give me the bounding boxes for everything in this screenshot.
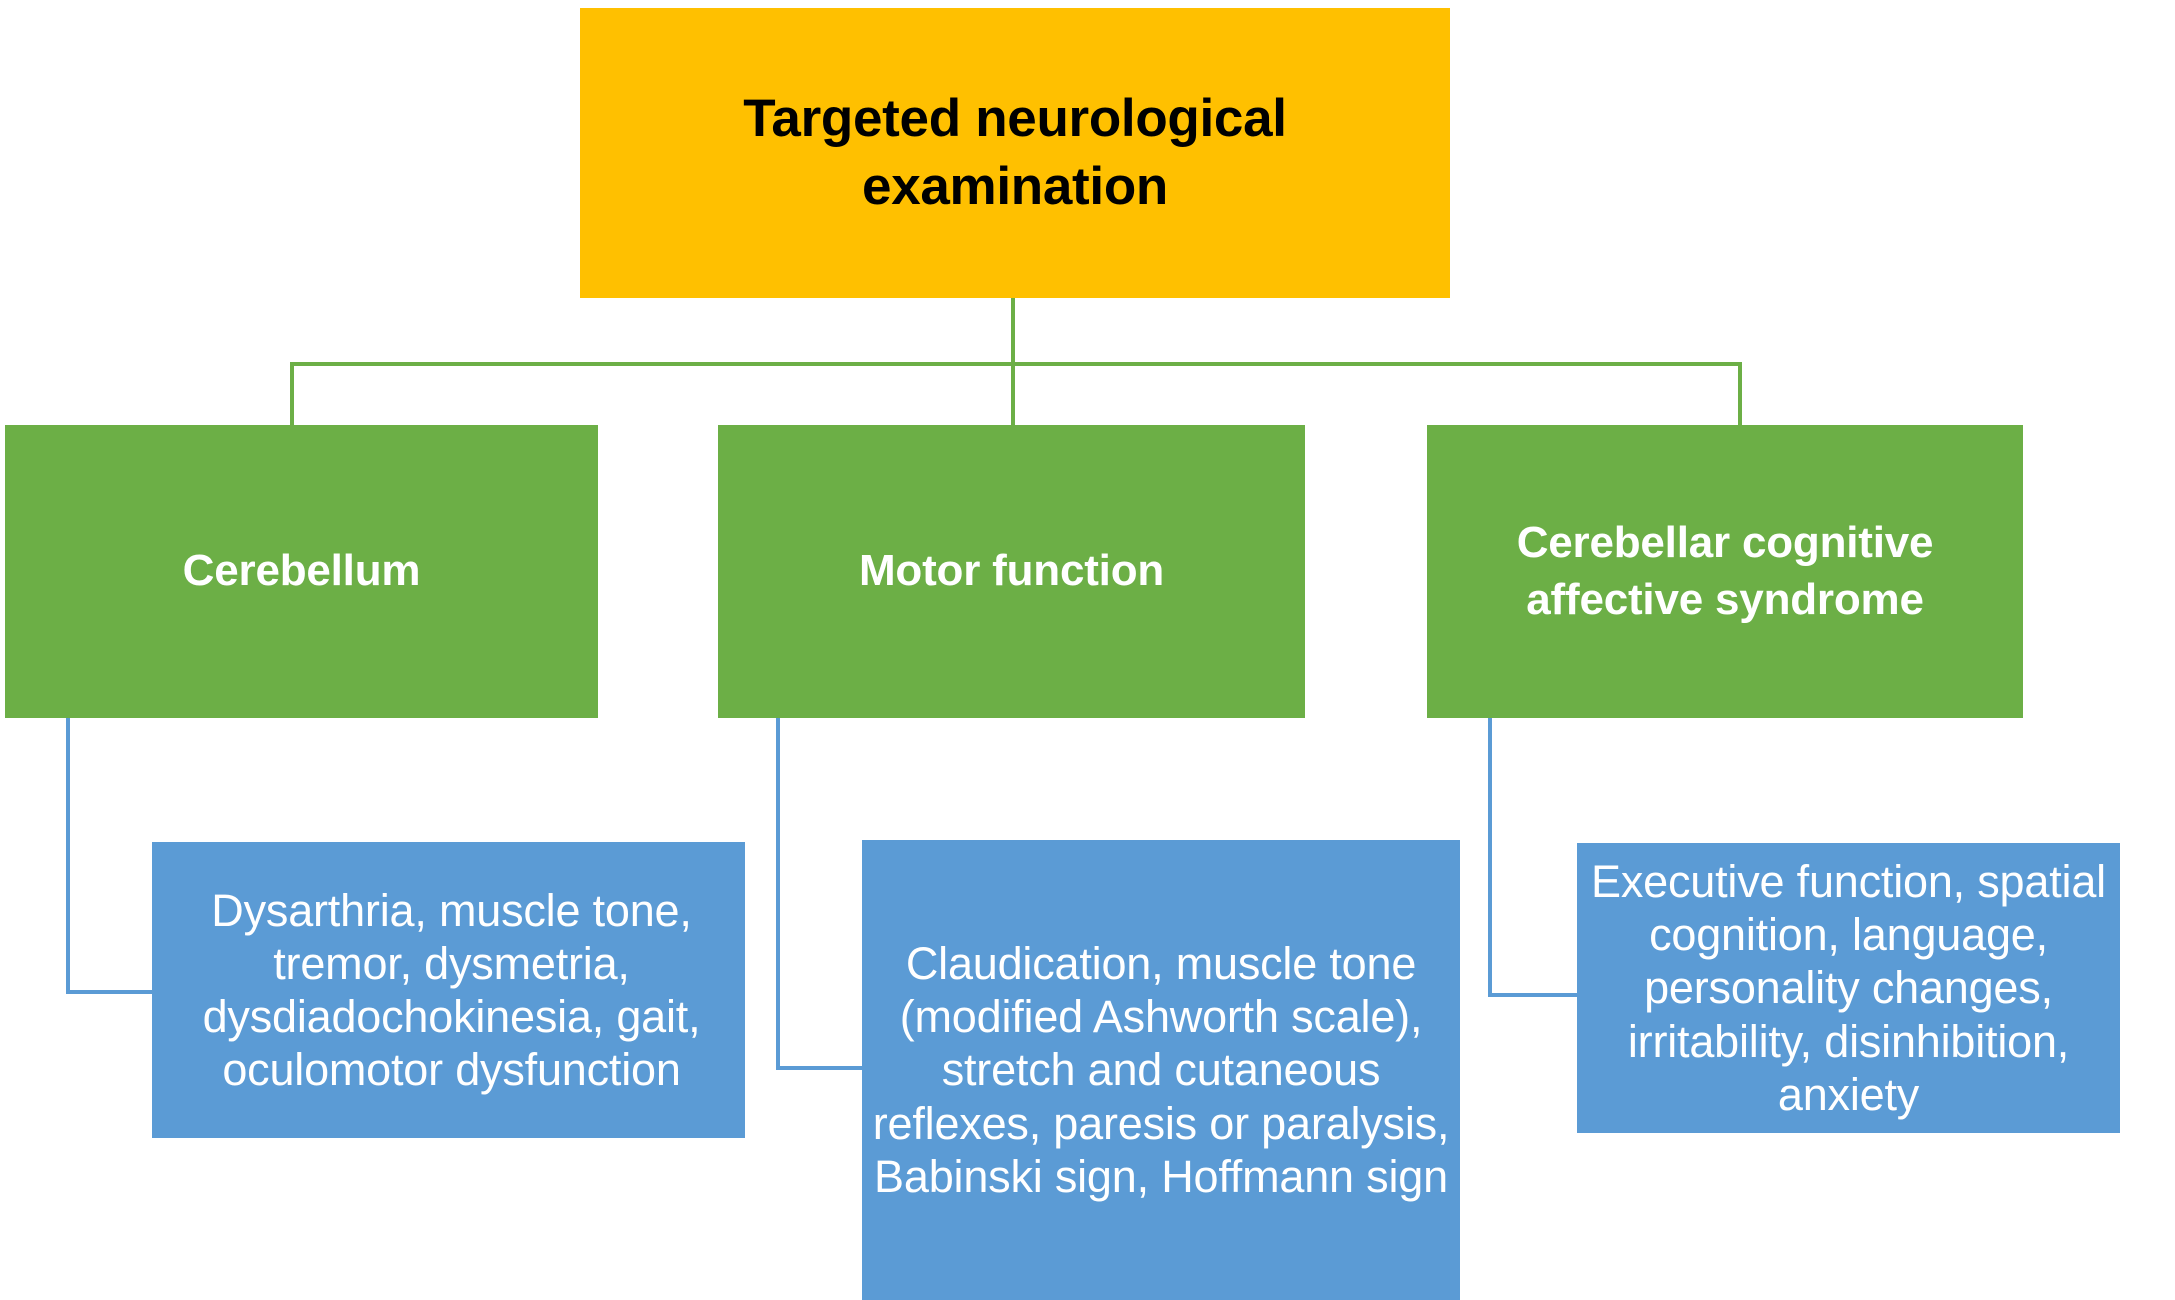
node-motor-function-findings: Claudication, muscle tone (modified Ashw…: [862, 840, 1460, 1300]
connector-branch-2-to-detail-horizontal: [776, 1066, 868, 1070]
connector-root-to-branch-2: [1011, 362, 1015, 427]
connector-branch-2-to-detail-vertical: [776, 718, 780, 1070]
node-targeted-neurological-examination: Targeted neurological examination: [580, 8, 1450, 298]
connector-root-trunk: [1011, 298, 1015, 366]
node-label-motor-function: Motor function: [858, 546, 1165, 596]
connector-branch-1-to-detail-vertical: [66, 718, 70, 994]
node-label-cerebellum: Cerebellum: [182, 546, 421, 596]
node-cerebellar-cognitive-affective-syndrome: Cerebellar cognitive affective syndrome: [1427, 425, 2023, 718]
node-label-cerebellum-findings: Dysarthria, muscle tone, tremor, dysmetr…: [202, 884, 701, 1096]
connector-root-to-branch-3: [1738, 362, 1742, 427]
node-cerebellum: Cerebellum: [5, 425, 598, 718]
connector-root-to-branch-1: [290, 362, 294, 427]
node-label-root: Targeted neurological examination: [743, 89, 1287, 216]
node-motor-function: Motor function: [718, 425, 1305, 718]
node-label-motor-function-findings: Claudication, muscle tone (modified Ashw…: [872, 938, 1450, 1202]
connector-branch-1-to-detail-horizontal: [66, 990, 158, 994]
node-cerebellum-findings: Dysarthria, muscle tone, tremor, dysmetr…: [152, 842, 745, 1138]
node-label-ccas-findings: Executive function, spatial cognition, l…: [1591, 856, 2106, 1120]
connector-branch-3-to-detail-horizontal: [1488, 993, 1583, 997]
connector-branch-3-to-detail-vertical: [1488, 718, 1492, 997]
node-ccas-findings: Executive function, spatial cognition, l…: [1577, 843, 2120, 1133]
node-label-cerebellar-cognitive-affective-syndrome: Cerebellar cognitive affective syndrome: [1516, 518, 1934, 624]
connector-root-bus: [290, 362, 1742, 366]
